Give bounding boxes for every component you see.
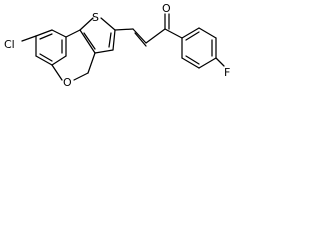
f-bond	[215, 57, 225, 67]
carbonyl-oxygen-label: O	[162, 2, 171, 15]
pyran-ring	[51, 29, 96, 81]
fluorine-label: F	[224, 66, 230, 79]
chlorine-label: Cl	[4, 38, 15, 51]
structure-canvas: Cl O S O	[0, 0, 238, 103]
ring-oxygen-label: O	[63, 76, 72, 89]
molecule-structure: Cl O S O	[4, 2, 230, 89]
sulfur-label: S	[92, 11, 99, 24]
thiophene-ring	[79, 17, 116, 54]
enone-chain	[114, 13, 170, 47]
fluorophenyl-ring	[164, 27, 217, 69]
cl-bond	[21, 35, 37, 42]
chlorobenzene-ring	[35, 29, 67, 66]
